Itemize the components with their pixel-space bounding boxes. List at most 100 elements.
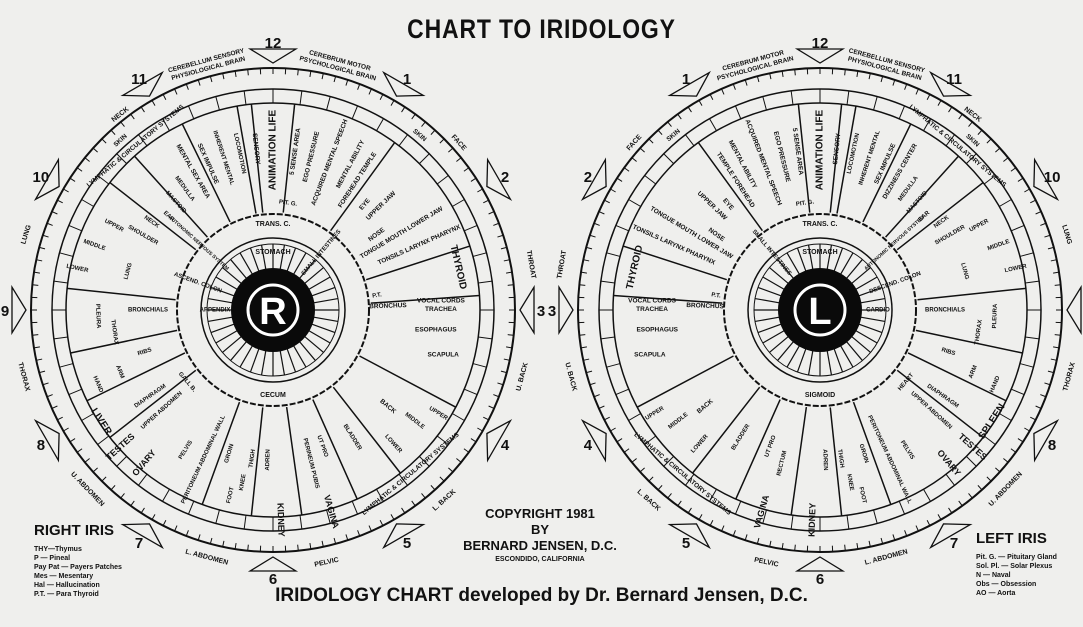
clock-marker-icon: [580, 157, 607, 201]
sector-divider: [250, 407, 264, 516]
organ-label-line: BRONCHIALS: [925, 308, 965, 314]
organ-label-line: SENSORY: [832, 132, 842, 165]
organ-label-line: ARM: [968, 365, 979, 380]
minute-tick: [1044, 382, 1051, 386]
outer-zone-label-line: THROAT: [525, 250, 537, 280]
legend-item: P — Pineal: [34, 555, 71, 562]
minute-tick: [623, 448, 630, 453]
organ-label-line: LYMPHATIC & CIRCULATORY SYSTEMS: [908, 104, 1008, 190]
minute-tick: [1053, 271, 1060, 274]
organ-label: ADREN: [265, 449, 272, 471]
sector-divider: [201, 401, 241, 505]
stomach-spoke: [286, 347, 297, 373]
minute-tick: [1035, 211, 1042, 215]
outer-zone-label: THORAX: [16, 362, 30, 393]
minute-tick: [579, 334, 586, 336]
organ-label: KIDNEY: [806, 503, 817, 537]
outer-zone-label: THROAT: [556, 249, 568, 279]
organ-label-line: SKIN: [411, 128, 428, 144]
outer-zone-label-line: FACE: [626, 133, 644, 152]
clock-number: 7: [135, 535, 143, 552]
minute-tick: [197, 79, 201, 86]
organ-label: P.T.: [372, 292, 383, 299]
organ-label: LOWER: [66, 264, 90, 275]
minute-tick: [610, 188, 616, 193]
minute-tick: [639, 147, 645, 153]
skin-divider: [615, 224, 629, 232]
left-legend-title: LEFT IRIS: [976, 530, 1047, 547]
stomach-spoke: [769, 335, 790, 353]
legend-item: P.T. — Para Thyroid: [34, 591, 99, 598]
minute-tick: [639, 467, 645, 473]
sector-divider: [636, 355, 734, 408]
minute-tick: [197, 534, 201, 541]
organ-label-line: EYE: [358, 197, 372, 212]
minute-tick: [756, 76, 760, 83]
sector-divider: [735, 399, 781, 500]
sector-divider: [285, 406, 303, 516]
minute-tick: [915, 88, 919, 95]
minute-tick: [174, 88, 178, 95]
stomach-spoke: [854, 329, 878, 344]
skin-divider: [898, 105, 906, 119]
organ-label: LUNG: [959, 262, 969, 280]
minute-tick: [1047, 246, 1054, 250]
organ-label: SKIN: [112, 133, 128, 149]
minute-tick: [948, 106, 953, 113]
skin-divider: [376, 489, 384, 502]
skin-divider: [116, 153, 127, 164]
organ-label-line: SKIN: [112, 133, 128, 149]
minute-tick: [448, 467, 454, 473]
clock-marker-icon: [794, 556, 846, 572]
minute-tick: [500, 370, 507, 374]
organ-label-line: HAND: [91, 375, 104, 394]
minute-tick: [470, 438, 477, 443]
organ-label: UPPER: [103, 219, 125, 234]
skin-divider: [419, 456, 430, 467]
organ-label: PIT. G.: [796, 199, 815, 208]
digestive-label: TRANS. C.: [803, 221, 838, 228]
pupil-letter: L: [808, 291, 831, 333]
organ-label-line: UT PRO: [315, 435, 329, 459]
minute-tick: [667, 121, 672, 127]
stomach-spoke: [249, 347, 260, 373]
minute-tick: [926, 520, 931, 526]
skin-divider: [351, 501, 359, 515]
stomach-spoke: [833, 247, 844, 273]
organ-label: ANIMATION LIFE: [268, 109, 279, 190]
skin-divider: [606, 363, 621, 368]
sector-divider: [862, 123, 912, 223]
stomach-spoke: [796, 347, 807, 373]
clock-marker-icon: [247, 48, 299, 64]
skin-divider: [685, 473, 695, 486]
skin-divider: [1011, 224, 1025, 232]
minute-tick: [33, 346, 40, 349]
skin-divider: [615, 388, 629, 396]
skin-divider: [326, 96, 331, 111]
clock-number: 8: [1048, 437, 1056, 454]
skin-divider: [600, 336, 615, 340]
minute-tick: [1010, 448, 1017, 453]
organ-label: BRONCHUS: [369, 302, 407, 310]
organ-label: BRONCHUS: [686, 302, 724, 310]
minute-tick: [46, 222, 53, 226]
stomach-ring: [200, 237, 346, 383]
skin-divider: [999, 199, 1012, 207]
minute-tick: [390, 100, 395, 106]
stomach-spoke: [222, 267, 243, 285]
minute-tick: [687, 106, 692, 113]
organ-label-line: LOWER: [383, 434, 403, 455]
digestive-label-line: AUTONOMIC NERVOUS SYSTEM: [863, 215, 926, 272]
minute-tick: [46, 394, 53, 398]
minute-tick: [247, 69, 249, 76]
minute-tick: [368, 88, 372, 95]
organ-label-line: FOOT: [857, 486, 867, 504]
organ-label: UT PRO: [315, 435, 329, 459]
minute-tick: [140, 507, 145, 514]
organ-label-line: PERITONEUM ABDOMINAL WALL: [181, 414, 227, 504]
clock-marker-icon: [929, 523, 973, 550]
minute-tick: [856, 70, 859, 77]
clock-number: 5: [403, 535, 411, 552]
minute-tick: [488, 211, 495, 215]
minute-tick: [503, 259, 510, 262]
